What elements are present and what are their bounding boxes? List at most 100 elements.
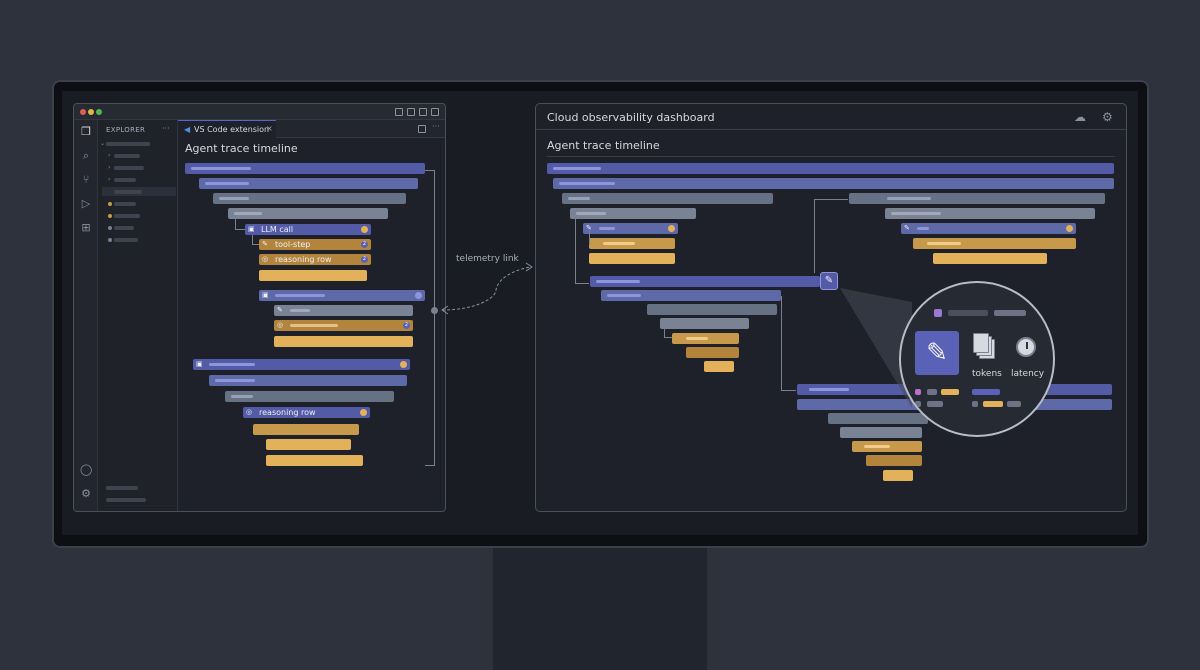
span-bar[interactable] [547,163,1114,174]
bracket-line [434,170,435,466]
tree-item[interactable] [114,214,140,218]
span-detail-magnifier: ✎ tokens latency [899,281,1055,437]
span-bar[interactable] [209,375,407,386]
span-bar[interactable] [590,276,820,287]
tokens-label: tokens [972,369,1002,379]
reasoning-row[interactable]: ◎ reasoning row 2 [259,254,371,265]
tab-vscode-extension[interactable]: ◀ VS Code extension × [178,120,276,138]
settings-gear-icon[interactable]: ⚙ [81,487,91,500]
llm-call-label: LLM call [261,225,294,234]
toggle-panel-icon[interactable] [407,108,415,116]
span-bar[interactable] [562,193,773,204]
span-bar[interactable] [274,336,413,347]
span-bar[interactable]: ✎ [274,305,413,316]
connector-line [664,337,672,338]
span-bar[interactable] [704,361,734,372]
span-bar[interactable]: ◎ 2 [274,320,413,331]
status-dot [360,409,367,416]
editor-more-icon[interactable]: ··· [432,122,440,131]
span-bar[interactable] [185,163,425,174]
split-editor-icon[interactable] [418,125,426,133]
link-anchor-dot [431,307,438,314]
customize-layout-icon[interactable] [431,108,439,116]
span-bar[interactable] [660,318,749,329]
tool-call-wrench-icon[interactable]: ✎ [820,272,838,290]
account-icon[interactable]: ◯ [80,463,93,476]
cloud-icon[interactable]: ☁ [1074,110,1086,124]
span-bar[interactable]: ▣ [193,359,410,370]
span-bar[interactable] [913,238,1076,249]
explorer-title: EXPLORER [106,126,146,134]
span-bar[interactable] [849,193,1105,204]
tool-step-label: tool-step [275,240,311,249]
tree-item[interactable] [114,202,136,206]
tool-span-bar[interactable]: ✎ [901,223,1076,234]
search-icon[interactable]: ⌕ [82,149,90,162]
vscode-panel-title: Agent trace timeline [185,142,298,155]
span-bar[interactable] [266,439,351,450]
span-bar[interactable] [852,441,922,452]
span-bar[interactable]: ▣ [259,290,425,301]
span-bar[interactable] [253,424,359,435]
span-bar[interactable] [647,304,777,315]
span-bar[interactable] [570,208,696,219]
explorer-more-icon[interactable]: ··· [162,124,170,133]
explorer-files-icon[interactable]: ❐ [81,125,91,138]
reasoning-row[interactable]: ◎ reasoning row [243,407,370,418]
latency-clock-icon [1016,337,1036,357]
settings-gear-icon[interactable]: ⚙ [1102,110,1113,124]
span-bar[interactable] [553,178,1114,189]
toggle-sidebar-icon[interactable] [395,108,403,116]
vscode-logo-icon: ◀ [184,125,191,134]
folder-chevron-icon[interactable]: › [108,176,111,183]
connector-line [781,296,782,390]
span-bar[interactable] [828,413,928,424]
span-bar[interactable] [686,347,739,358]
tree-item[interactable] [114,178,136,182]
minimize-window-button[interactable] [88,109,94,115]
tool-step-row[interactable]: ✎ tool-step 2 [259,239,371,250]
tool-span-bar[interactable]: ✎ [583,223,678,234]
outline-item[interactable] [106,486,138,490]
span-bar[interactable] [866,455,922,466]
run-debug-icon[interactable]: ▷ [81,197,91,210]
llm-call-row[interactable]: ▣ LLM call [245,224,371,235]
tree-item[interactable] [114,166,144,170]
span-bar[interactable] [933,253,1047,264]
span-bar[interactable] [266,455,363,466]
span-bar[interactable] [213,193,406,204]
span-bar[interactable] [601,290,781,301]
tree-item[interactable] [114,238,138,242]
span-bar[interactable] [589,238,675,249]
timeline-item[interactable] [106,498,146,502]
telemetry-link-arrow [441,262,533,315]
close-window-button[interactable] [80,109,86,115]
maximize-window-button[interactable] [96,109,102,115]
tree-item[interactable] [114,190,142,194]
connector-line [814,199,848,200]
span-bar[interactable] [259,270,367,281]
folder-chevron-icon[interactable]: › [108,152,111,159]
tab-close-icon[interactable]: × [266,124,273,133]
span-bar[interactable] [883,470,913,481]
span-bar[interactable] [672,333,739,344]
llm-icon: ▣ [196,360,203,368]
source-control-icon[interactable]: ⑂ [82,173,90,186]
span-bar[interactable] [885,208,1095,219]
folder-chevron-icon[interactable]: › [108,164,111,171]
bracket-line [425,465,435,466]
tree-item[interactable] [114,154,140,158]
span-bar[interactable] [228,208,388,219]
extensions-icon[interactable]: ⊞ [81,221,91,234]
span-bar[interactable] [840,427,922,438]
tree-item[interactable] [114,226,134,230]
monitor-stand [493,546,707,670]
span-bar[interactable] [589,253,675,264]
tree-item[interactable] [106,142,150,146]
span-bar[interactable] [199,178,418,189]
wrench-tool-icon[interactable]: ✎ [915,331,959,375]
count-badge: 2 [361,241,368,248]
split-layout-icon[interactable] [419,108,427,116]
span-bar[interactable] [225,391,394,402]
folder-chevron-icon[interactable]: ⌄ [100,140,106,147]
